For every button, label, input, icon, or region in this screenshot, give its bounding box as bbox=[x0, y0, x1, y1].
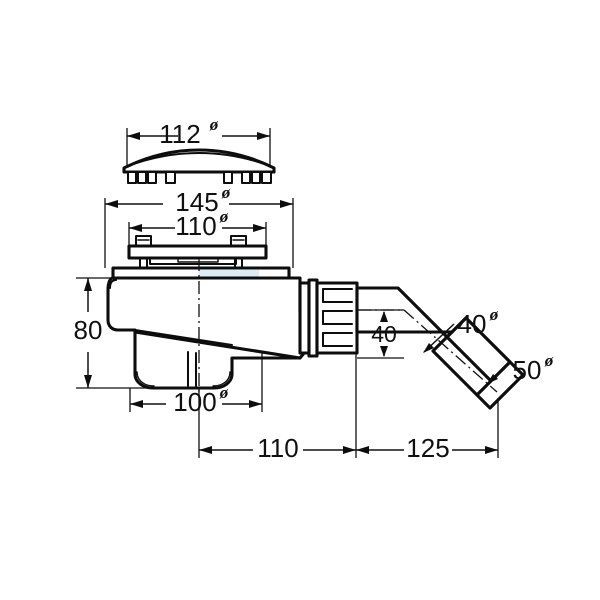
dimension-trap-diameter: 100 ø bbox=[129, 352, 263, 417]
diameter-symbol-icon-145: ø bbox=[221, 183, 231, 202]
dimension-pipe-diameter: 40 ø bbox=[423, 305, 499, 353]
dim-label-110-dia: 110 bbox=[175, 211, 216, 241]
dimension-horizontal-110: 110 bbox=[198, 353, 357, 463]
diameter-symbol-icon-110: ø bbox=[219, 207, 229, 226]
dim-label-110-horizontal: 110 bbox=[257, 433, 298, 463]
dim-label-50-dia: 50 bbox=[513, 355, 542, 385]
trap-body bbox=[106, 276, 307, 390]
union-nut bbox=[298, 278, 359, 358]
diameter-symbol-icon-100: ø bbox=[219, 383, 229, 402]
dimension-flange-outer: 145 ø bbox=[104, 183, 294, 268]
pipe-axis-centerline bbox=[403, 309, 498, 393]
dimension-socket-diameter: 50 ø bbox=[487, 351, 554, 385]
dim-label-80: 80 bbox=[74, 315, 103, 345]
clamp-flange bbox=[111, 235, 291, 280]
outlet-pipe bbox=[355, 286, 525, 410]
dimension-bolt-circle: 110 ø bbox=[128, 207, 267, 250]
dimension-outlet-height-40: 40 bbox=[357, 309, 404, 359]
dim-label-125: 125 bbox=[406, 433, 449, 463]
dim-label-100: 100 bbox=[173, 387, 216, 417]
cover-plate bbox=[122, 148, 276, 184]
diameter-symbol-icon-112: ø bbox=[209, 115, 219, 134]
dim-label-40-height: 40 bbox=[371, 321, 397, 347]
dim-label-145: 145 bbox=[175, 187, 218, 217]
diameter-symbol-icon-40: ø bbox=[489, 305, 499, 324]
dimension-height-80: 80 bbox=[74, 277, 218, 389]
dimension-cover-diameter: 112 ø bbox=[126, 115, 271, 172]
dim-label-112: 112 bbox=[159, 119, 200, 149]
dimension-horizontal-125: 125 bbox=[356, 398, 499, 463]
diameter-symbol-icon-50: ø bbox=[544, 351, 554, 370]
dim-label-40-dia: 40 bbox=[458, 309, 487, 339]
